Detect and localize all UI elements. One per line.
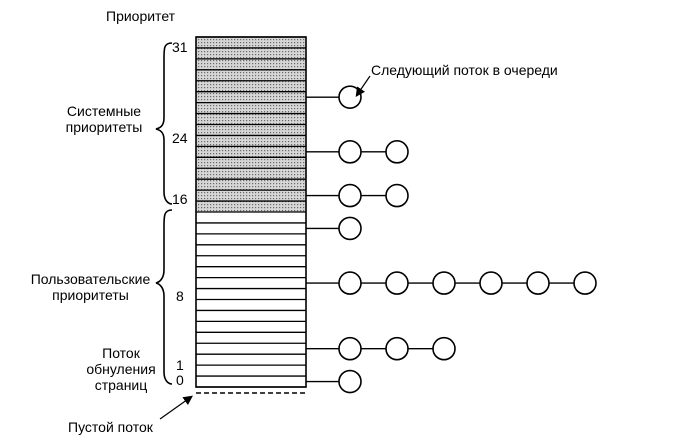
thread-node [385, 140, 409, 164]
priority-number-0: 0 [176, 372, 184, 388]
zero-page-line-2: обнуления [86, 361, 156, 377]
zero-page-thread-label: Поток обнуления страниц [78, 345, 164, 393]
priority-number-31: 31 [172, 39, 188, 55]
thread-node [338, 85, 362, 109]
priority-number-1: 1 [176, 357, 184, 373]
user-priorities-line-2: приоритеты [52, 287, 129, 303]
braces-group [155, 42, 173, 385]
thread-node [338, 369, 362, 394]
thread-node [479, 271, 503, 295]
thread-node [526, 271, 550, 295]
thread-node [338, 183, 362, 208]
thread-node [338, 271, 362, 295]
thread-node [432, 271, 456, 295]
zero-page-line-3: страниц [94, 377, 148, 393]
idle-thread-arrow [159, 395, 193, 420]
system-priorities-line-1: Системные [66, 103, 142, 119]
thread-node [385, 271, 409, 295]
priority-number-16: 16 [172, 191, 188, 207]
next-thread-arrow [355, 75, 371, 97]
thread-queues [306, 85, 597, 394]
thread-node [338, 140, 362, 164]
next-thread-label: Следующий поток в очереди [371, 62, 558, 78]
priority-table-border [195, 36, 307, 388]
system-priorities-line-2: приоритеты [65, 119, 143, 135]
user-brace [155, 209, 173, 385]
thread-node [338, 216, 362, 241]
user-priorities-line-1: Пользовательские [30, 271, 151, 287]
zero-page-line-1: Поток [102, 345, 140, 361]
priority-number-24: 24 [172, 130, 188, 146]
thread-node [385, 336, 409, 361]
user-priorities-label: Пользовательские приоритеты [18, 271, 163, 303]
thread-node [432, 336, 456, 361]
priority-number-8: 8 [176, 288, 184, 304]
priority-table [195, 36, 307, 388]
thread-node [573, 271, 597, 295]
diagram-title: Приоритет [106, 8, 176, 24]
idle-thread-label: Пустой поток [68, 419, 153, 435]
thread-node [385, 183, 409, 208]
system-priorities-label: Системные приоритеты [48, 103, 160, 135]
thread-node [338, 336, 362, 361]
system-brace [155, 42, 173, 205]
